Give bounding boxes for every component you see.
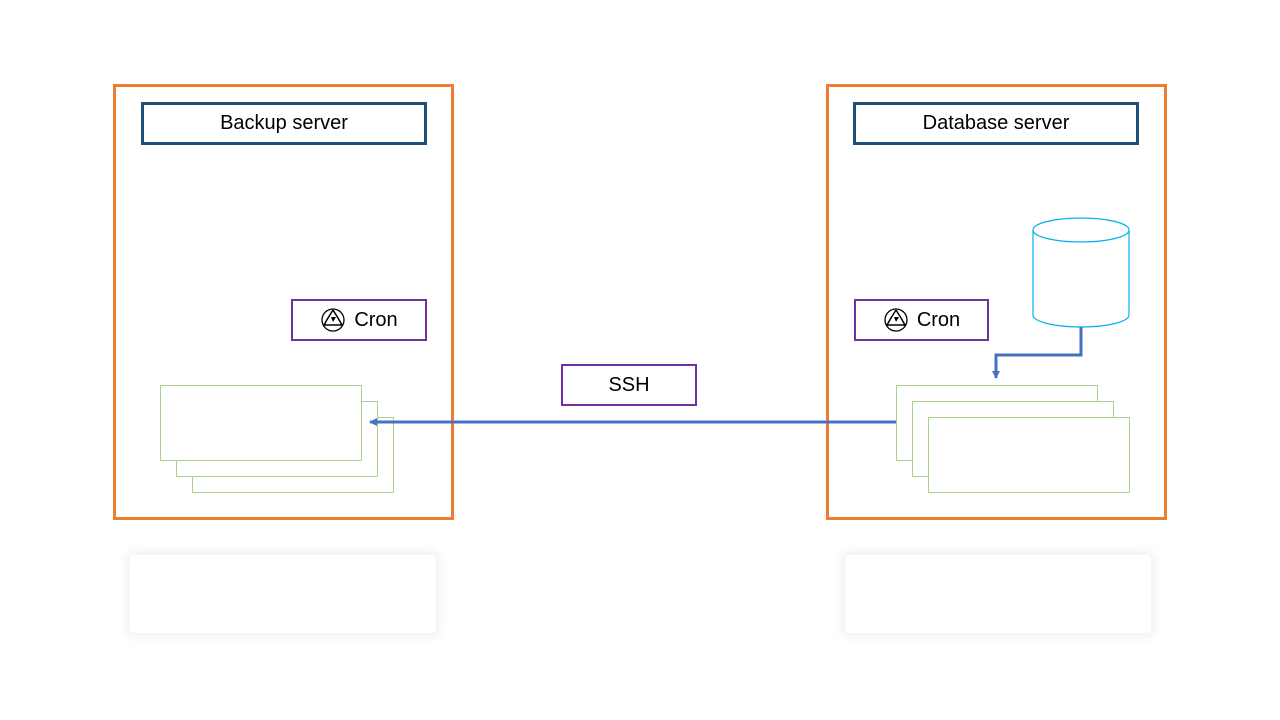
backup-server-title: Backup server	[141, 102, 427, 145]
db-file-3	[928, 417, 1130, 493]
database-server-box	[826, 84, 1167, 520]
recycle-icon	[883, 307, 909, 333]
database-server-shadow-placeholder	[845, 555, 1151, 633]
backup-server-shadow-placeholder	[130, 555, 436, 633]
backup-server-box	[113, 84, 454, 520]
recycle-icon	[320, 307, 346, 333]
database-cron-box: Cron	[854, 299, 989, 341]
database-cron-label: Cron	[916, 308, 961, 331]
backup-server-title-text: Backup server	[220, 112, 348, 134]
backup-cron-box: Cron	[291, 299, 427, 341]
database-server-title: Database server	[853, 102, 1139, 145]
ssh-label-box: SSH	[561, 364, 697, 406]
backup-cron-label: Cron	[354, 308, 398, 331]
backup-file-1	[160, 385, 362, 461]
ssh-label: SSH	[608, 373, 650, 396]
database-server-title-text: Database server	[922, 112, 1070, 134]
